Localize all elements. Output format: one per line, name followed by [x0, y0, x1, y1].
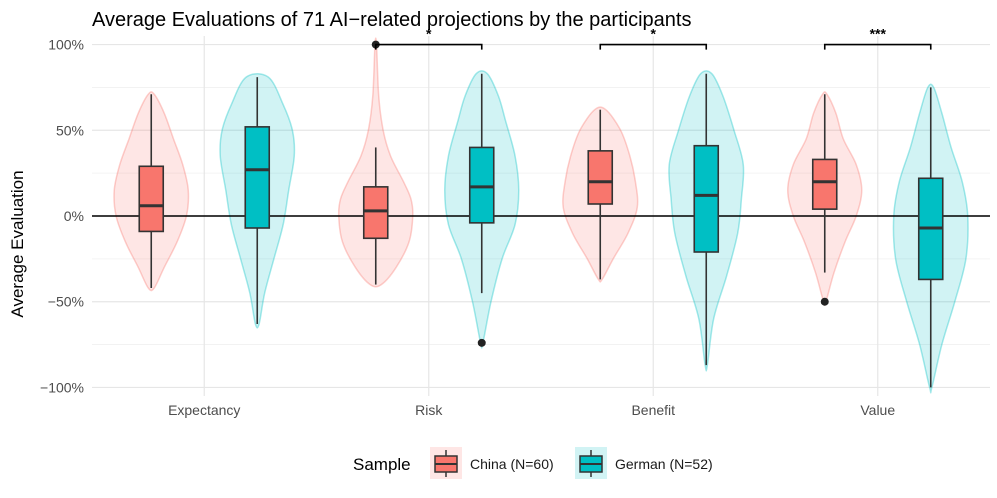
box-german-risk: [468, 146, 495, 224]
plot-area: [92, 37, 990, 394]
legend: Sample China (N=60) German (N=52): [353, 447, 713, 479]
significance-label-risk: *: [426, 26, 432, 42]
box-china-value: [811, 158, 838, 210]
box-german-expectancy: [244, 126, 271, 229]
x-tick-label: Benefit: [631, 402, 675, 418]
outlier-german-risk: [477, 338, 486, 347]
bracket-benefit: [599, 43, 708, 50]
box-china-risk: [362, 186, 389, 240]
significance-brackets: *****: [374, 26, 932, 50]
significance-label-benefit: *: [651, 26, 657, 42]
box-china-benefit: [587, 150, 614, 205]
outlier-china-value: [820, 297, 829, 306]
legend-label-china: China (N=60): [470, 456, 554, 472]
box-german-benefit: [693, 144, 720, 253]
y-tick-label: 0%: [64, 208, 84, 224]
x-tick-label: Expectancy: [168, 402, 240, 418]
chart-title: Average Evaluations of 71 AI−related pro…: [92, 9, 691, 31]
x-tick-label: Risk: [415, 402, 443, 418]
box-china-expectancy: [138, 165, 165, 233]
y-tick-label: −50%: [48, 294, 84, 310]
bracket-value: [823, 43, 932, 50]
y-axis-label: Average Evaluation: [8, 170, 27, 317]
significance-label-value: ***: [870, 26, 887, 42]
y-tick-label: −100%: [40, 379, 84, 395]
x-tick-label: Value: [860, 402, 895, 418]
y-tick-label: 50%: [56, 122, 84, 138]
bracket-risk: [374, 43, 483, 50]
legend-title: Sample: [353, 455, 411, 474]
legend-label-german: German (N=52): [615, 456, 713, 472]
y-tick-label: 100%: [48, 37, 84, 53]
axes: 100% 50% 0% −50% −100% Expectancy Risk Benefit V…: [40, 37, 895, 418]
